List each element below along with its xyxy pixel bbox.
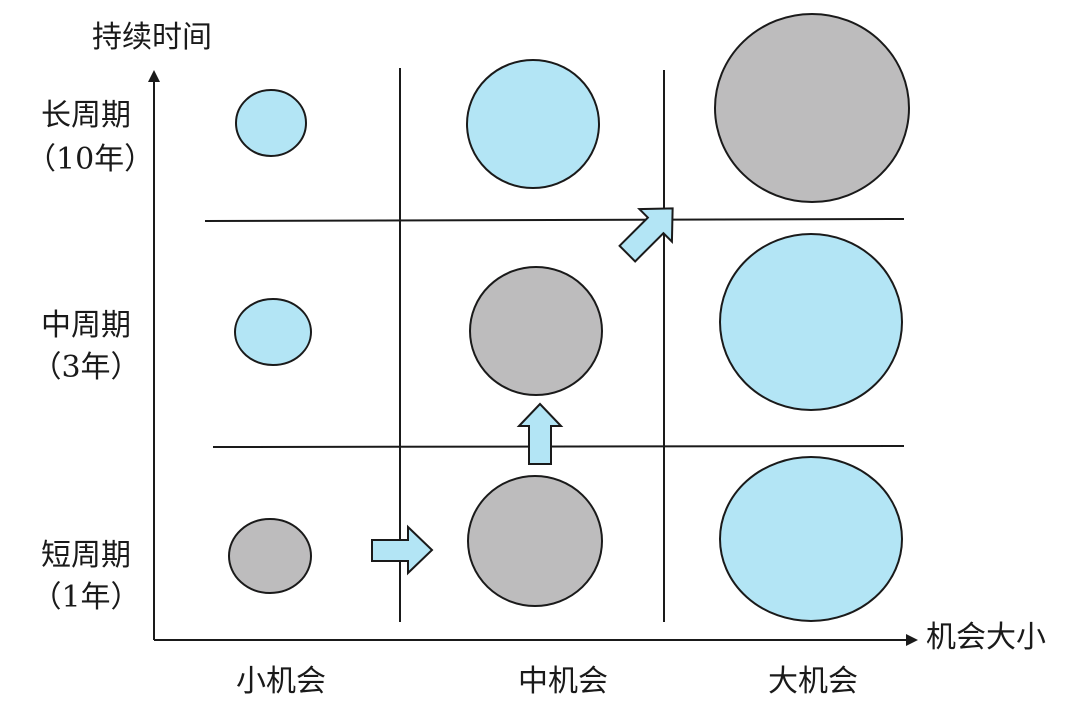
arrow-up-right-icon xyxy=(618,207,674,263)
row-label-long-years: （10年） xyxy=(26,142,155,177)
row-label-long: 长周期 xyxy=(41,98,131,133)
row-label-medium: 中周期 xyxy=(41,308,131,343)
circle-short-medium-gray xyxy=(467,475,603,607)
circle-medium-small-blue xyxy=(234,298,312,366)
grid-line-horizontal-2 xyxy=(212,445,905,448)
arrow-right-icon xyxy=(371,524,434,576)
x-axis-title: 机会大小 xyxy=(926,620,1046,655)
column-label-small: 小机会 xyxy=(236,664,326,699)
y-axis-title: 持续时间 xyxy=(92,20,212,55)
circle-long-medium-blue xyxy=(466,59,600,189)
circle-long-large-gray xyxy=(714,13,910,203)
circle-medium-large-blue xyxy=(719,233,903,411)
arrow-up-icon xyxy=(516,402,564,465)
row-label-short-years: （1年） xyxy=(31,580,141,615)
row-label-short: 短周期 xyxy=(41,538,131,573)
circle-long-small-blue xyxy=(235,89,307,157)
grid-line-horizontal-1 xyxy=(204,218,905,222)
circle-medium-medium-gray xyxy=(469,266,603,396)
column-label-large: 大机会 xyxy=(768,664,858,699)
column-label-medium: 中机会 xyxy=(518,664,608,699)
circle-short-small-gray xyxy=(228,518,312,594)
circle-short-large-blue xyxy=(719,456,903,622)
row-label-medium-years: （3年） xyxy=(31,350,141,385)
